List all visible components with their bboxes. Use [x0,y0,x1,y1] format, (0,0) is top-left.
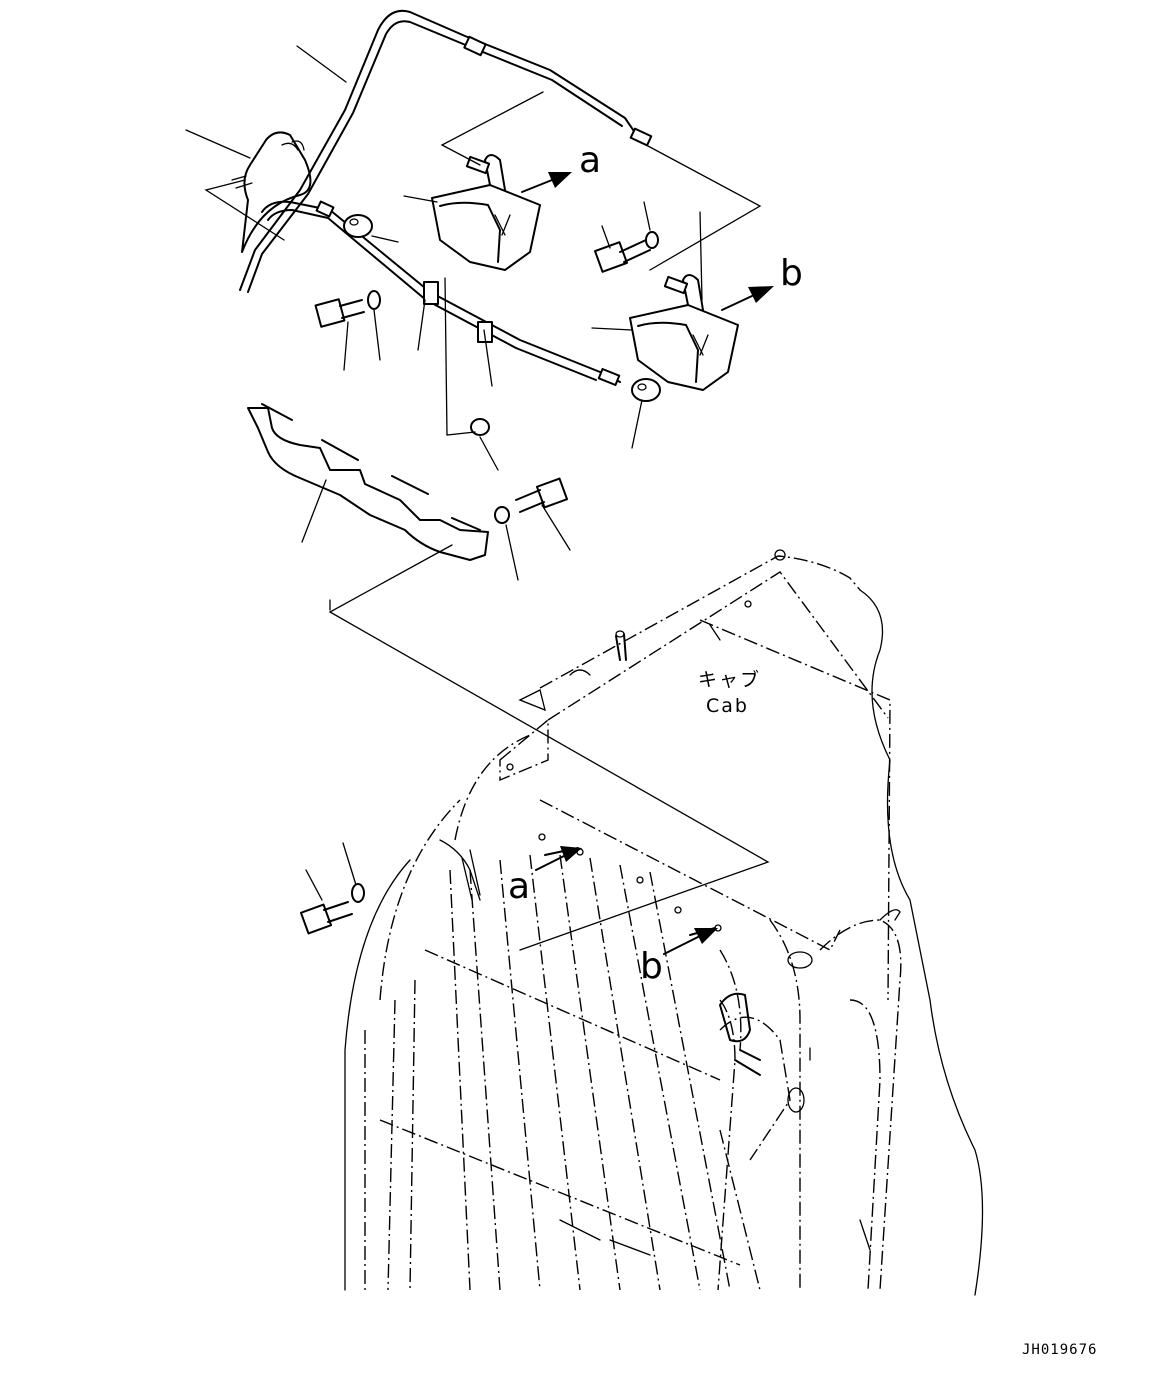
work-lamp-a [431,154,541,271]
cab-label-english: Cab [706,695,749,717]
cab-label-japanese: キャブ [698,668,761,691]
bolt-3 [515,477,569,513]
harness-clamp-plate [247,403,489,561]
callout-b-cab: b [640,946,663,987]
leader-lines [185,45,651,901]
lower-harness [261,200,621,387]
washer-4 [351,883,365,903]
arrow-b-top [721,286,774,311]
arrow-a-cab [535,846,582,871]
washer-1 [645,231,659,249]
arrow-a-top [521,172,572,193]
nut-1 [470,418,490,436]
callout-b-top: b [780,253,803,294]
bolt-2 [314,298,365,328]
grommet-1 [343,214,373,238]
washer-2 [367,290,381,310]
cab-contour [329,589,984,1296]
washer-3 [494,506,510,524]
cab-outline [364,555,902,1291]
upper-bracket [231,131,312,253]
assembly-lines [204,91,770,951]
arrow-b-cab [663,928,718,955]
callout-a-cab: a [508,866,530,907]
bolt-1 [594,239,651,273]
work-lamp-b [629,274,739,391]
drawing-id: JH019676 [1022,1342,1097,1358]
upper-harness [239,9,653,293]
callout-a-top: a [579,140,601,181]
bolt-4 [299,901,353,935]
grommet-2 [631,378,661,402]
